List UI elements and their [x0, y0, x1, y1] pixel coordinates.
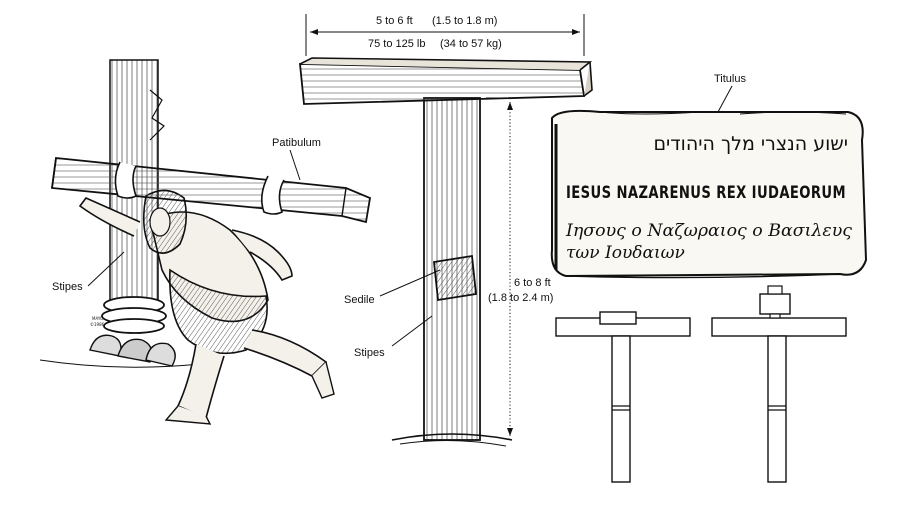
titulus-greek-text-line-1: Iησους ο Ναζωραιος ο Βασιλευς	[565, 221, 852, 241]
sedile-label: Sedile	[344, 294, 375, 306]
weight-lb-label: 75 to 125 lb	[368, 38, 426, 50]
tau-cross-illustration: 5 to 6 ft (1.5 to 1.8 m) 75 to 125 lb (3…	[299, 14, 593, 447]
titulus-hebrew-text: ישוע הנצרי מלך היהודים	[653, 133, 848, 155]
height-ft-label: 6 to 8 ft	[514, 277, 551, 289]
left-stipes-leader-line	[87, 251, 125, 287]
width-ft-label: 5 to 6 ft	[376, 15, 413, 27]
width-m-label: (1.5 to 1.8 m)	[432, 15, 497, 27]
titulus-latin-text: IESUS NAZARENUS REX IUDAEORUM	[566, 183, 846, 203]
left-stipes-label: Stipes	[52, 281, 83, 293]
titulus-greek-text-line-2: των Ιουδαιων	[566, 243, 685, 263]
center-stipes-label: Stipes	[354, 347, 385, 359]
ground-line	[391, 433, 513, 441]
carried-patibulum-beam	[50, 157, 372, 224]
width-dimension	[305, 14, 585, 56]
titulus-label: Titulus	[714, 73, 746, 85]
center-patibulum-beam	[299, 57, 593, 105]
titulus-sign: Titulus ישוע הנצרי מלך היהודים IESUS NAZ…	[550, 73, 868, 279]
signature-line-2: ©1986	[90, 322, 105, 327]
titulus-leader-line	[717, 85, 733, 113]
titulus-board	[550, 109, 868, 278]
weight-kg-label: (34 to 57 kg)	[440, 38, 502, 50]
schematic-cross-with-raised-titulus	[711, 285, 847, 483]
carrying-illustration: MAYO ©1986 Patibulum Stipes	[39, 59, 372, 425]
schematic-cross-with-titulus-plate	[555, 311, 691, 483]
patibulum-label: Patibulum	[272, 137, 321, 149]
sedile-leader-line	[379, 269, 441, 297]
signature-line-1: MAYO	[92, 316, 103, 321]
patibulum-leader-line	[289, 149, 301, 181]
figure-body	[78, 189, 335, 425]
height-dimension	[486, 97, 520, 436]
center-stipes-leader-line	[391, 315, 433, 347]
height-m-label: (1.8 to 2.4 m)	[488, 292, 553, 304]
sedile-block	[433, 254, 477, 302]
